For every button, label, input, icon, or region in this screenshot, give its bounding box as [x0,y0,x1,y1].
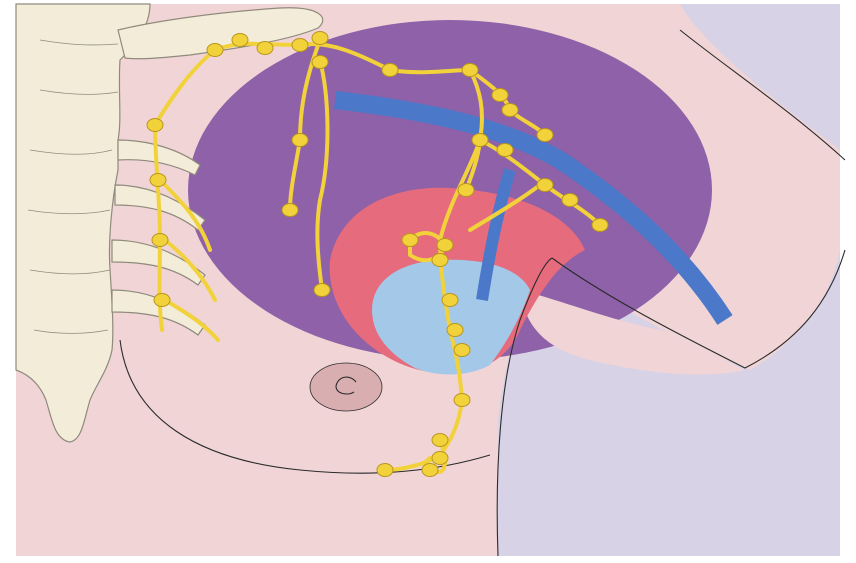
lymph-node [497,144,513,157]
lymph-node [537,179,553,192]
lymph-node [502,104,518,117]
lymph-node [454,344,470,357]
nipple [310,363,382,411]
lymph-node [562,194,578,207]
lymph-node [458,184,474,197]
lymph-node [432,254,448,267]
lymph-node [207,44,223,57]
lymph-node [154,294,170,307]
lymph-node [402,234,418,247]
lymph-node [152,234,168,247]
lymph-node [537,129,553,142]
lymph-node [592,219,608,232]
lymph-node [442,294,458,307]
lymph-node [432,434,448,447]
lymph-node [312,56,328,69]
lymph-node [282,204,298,217]
lymph-node [462,64,478,77]
lymph-node [492,89,508,102]
lymph-node [147,119,163,132]
lymph-node [454,394,470,407]
lymph-node [232,34,248,47]
lymph-node [377,464,393,477]
lymph-node [432,452,448,465]
lymph-node [312,32,328,45]
lymph-node [292,134,308,147]
lymph-node [422,464,438,477]
lymph-node [382,64,398,77]
lymph-node [292,39,308,52]
lymph-node [314,284,330,297]
lymph-node [447,324,463,337]
lymph-node [257,42,273,55]
lymph-node [472,134,488,147]
lymph-node [437,239,453,252]
lymph-node [150,174,166,187]
